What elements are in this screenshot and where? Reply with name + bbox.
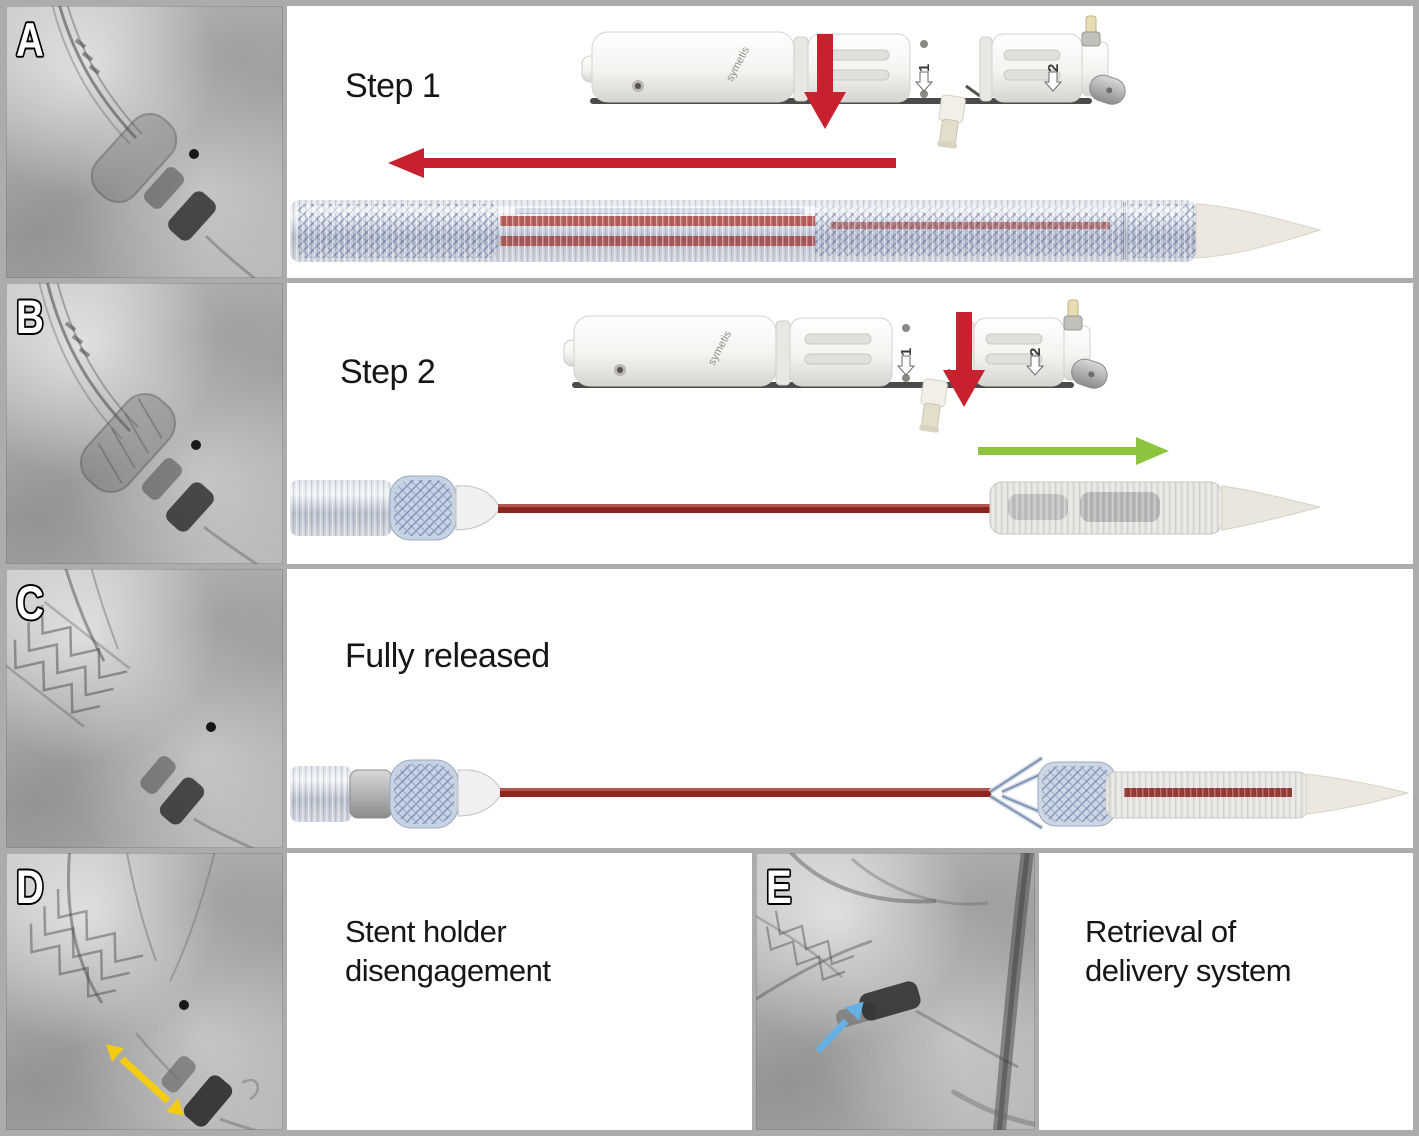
handle-dial-2-label: 2 [1045, 64, 1062, 72]
panel-label-c: C [16, 576, 44, 629]
red-down-arrow-icon-a [804, 34, 846, 129]
radiopaque-dot [179, 1000, 189, 1010]
panel-label-e: E [766, 860, 792, 913]
fluoro-e-art [756, 853, 1035, 1130]
delivery-handle-photo-a: symetis 1 2 [581, 15, 1126, 149]
fluoroscopy-panel-a: A [6, 6, 283, 278]
delivery-handle-photo-b: symetis 1 2 [563, 299, 1108, 433]
caption-step-2: Step 2 [340, 353, 436, 391]
fully-released-photo [290, 755, 1410, 831]
radiopaque-dot [189, 149, 199, 159]
blue-arrow-icon [815, 1001, 864, 1054]
caption-retrieval-delivery-system: Retrieval of delivery system [1085, 912, 1292, 990]
fluoro-c-art [6, 569, 255, 848]
fluoroscopy-panel-e: E [756, 853, 1035, 1130]
released-stent-crown [988, 755, 1117, 831]
caption-line-1: Retrieval of [1085, 914, 1236, 949]
nose-cone [1305, 773, 1410, 815]
sheath-retracted-photo [290, 475, 1321, 541]
caption-stent-holder-disengagement: Stent holder disengagement [345, 912, 551, 990]
deployed-valve-frame [29, 888, 144, 998]
yellow-double-arrow-icon [106, 1044, 184, 1116]
fluoro-a-art [51, 6, 257, 278]
caption-line-2: delivery system [1085, 953, 1292, 988]
nose-cone [1221, 485, 1321, 531]
radiopaque-dot [191, 440, 201, 450]
red-shaft [498, 504, 990, 513]
caption-line-1: Stent holder [345, 914, 507, 949]
fluoroscopy-panel-c: C [6, 569, 283, 848]
red-shaft [500, 788, 992, 797]
handle-dial-1-label: 1 [898, 348, 915, 356]
caption-fully-released: Fully released [345, 637, 550, 675]
dial-1-arrow-icon [914, 71, 934, 92]
caption-panel-d [287, 853, 752, 1130]
stent-holder-marker [859, 981, 921, 1021]
fluoro-b-art [38, 283, 259, 564]
caption-step-1: Step 1 [345, 67, 441, 105]
fluoroscopy-panel-b: B [6, 283, 283, 564]
handle-side-port [937, 94, 966, 149]
nose-cone [1195, 203, 1322, 259]
dial-2-arrow-icon [1025, 355, 1045, 376]
radiopaque-dot [206, 722, 216, 732]
red-down-arrow-icon-b [943, 312, 985, 407]
handle-dial-1-label: 1 [916, 64, 933, 72]
caption-line-2: disengagement [345, 953, 551, 988]
dial-2-arrow-icon [1043, 71, 1063, 92]
handle-dial-2-label: 2 [1027, 348, 1044, 356]
handle-side-port [919, 378, 948, 433]
dial-1-arrow-icon [896, 355, 916, 376]
fluoro-d-art [29, 853, 260, 1130]
caption-panel-e [1039, 853, 1413, 1130]
panel-label-a: A [16, 13, 44, 66]
deployed-valve-frame [6, 600, 131, 728]
green-right-arrow-icon [978, 437, 1169, 465]
guide-catheter-shadow [993, 853, 1034, 1130]
panel-label-b: B [16, 290, 44, 343]
deployed-valve-frame [765, 910, 855, 982]
fluoroscopy-panel-d: D [6, 853, 283, 1130]
loaded-sheath-photo [290, 200, 1322, 262]
panel-label-d: D [16, 860, 44, 913]
red-left-arrow-icon [388, 148, 896, 178]
